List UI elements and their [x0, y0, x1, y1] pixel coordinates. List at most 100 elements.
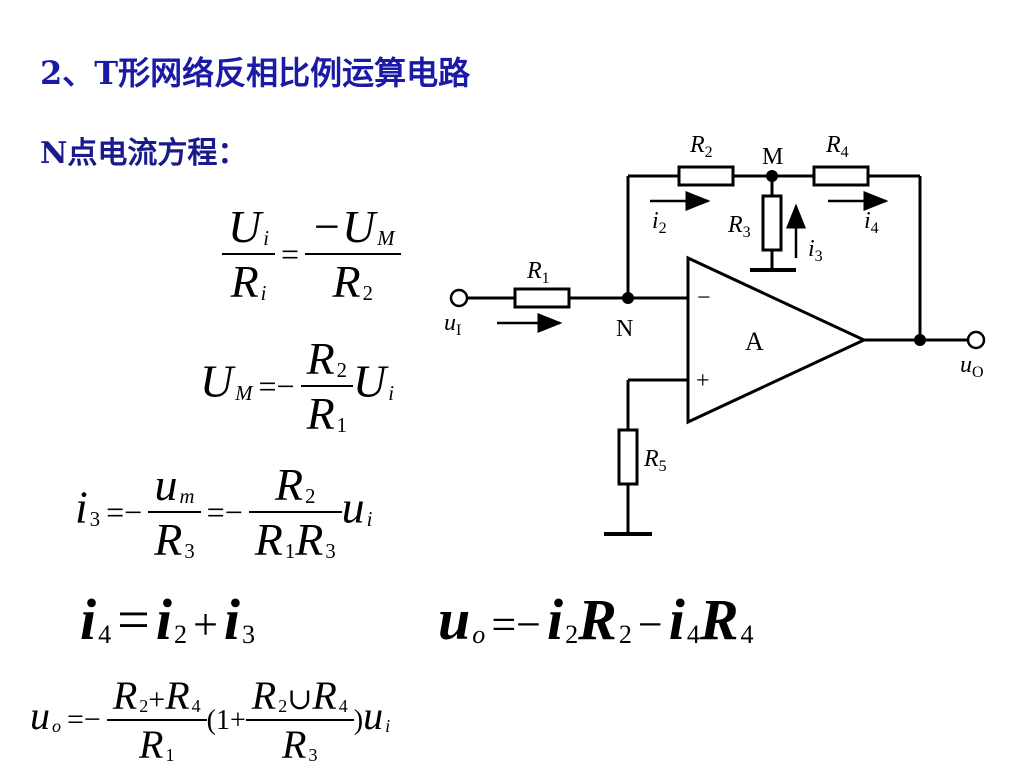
resistor-r4	[812, 165, 870, 187]
label-amp: A	[745, 327, 764, 356]
eq5-c: i	[668, 587, 685, 652]
eq6-f2-num-a: R	[251, 673, 277, 718]
eq6-f2-operator: ∪	[287, 683, 313, 716]
junction-output	[914, 334, 926, 346]
eq3-equals-1: =−	[106, 493, 143, 530]
eq6-f1-plus: +	[148, 683, 166, 716]
label-r5: R5	[643, 446, 667, 475]
eq1-lhs-den-sub: i	[260, 283, 267, 306]
equation-2: UM=− R2 R1 Ui	[200, 332, 394, 440]
eq6-f1-num-a-sub: 2	[139, 695, 149, 716]
eq6-f2-num-b: R	[312, 673, 337, 718]
eq6-f1-den-sub: 1	[165, 744, 175, 765]
eq5-b: R	[578, 587, 617, 652]
label-r3: R3	[727, 212, 751, 241]
eq3-f2-num-sub: 2	[305, 486, 316, 509]
equation-3: i3=− um R3 =− R2 R1R3 ui	[75, 458, 372, 566]
eq3-f1-num: u	[154, 459, 178, 510]
eq5-a: i	[546, 587, 564, 652]
eq2-tail-sub: i	[388, 382, 394, 405]
label-r2: R2	[689, 132, 713, 161]
label-i4: i4	[864, 208, 879, 237]
eq5-minus: −	[637, 600, 663, 649]
resistor-r3	[761, 194, 783, 252]
eq3-f1-num-sub: m	[179, 486, 195, 509]
eq4-c-sub: 3	[242, 619, 256, 649]
slide-subtitle: N点电流方程：	[40, 136, 248, 171]
eq1-lhs-num-sub: i	[263, 228, 269, 251]
eq6-f2-num-b-sub: 4	[338, 695, 348, 716]
eq6-equals: =−	[67, 703, 101, 737]
eq3-f2-den-b: R	[295, 514, 324, 565]
eq3-lhs: i	[75, 481, 88, 533]
eq5-d: R	[699, 587, 739, 652]
eq2-den-sub: 1	[336, 415, 348, 438]
equation-4: i4=i2+i3	[80, 586, 255, 653]
label-ui: uI	[444, 310, 461, 339]
eq1-equals: =	[280, 235, 300, 272]
eq1-lhs-num: U	[228, 201, 262, 252]
output-terminal	[966, 330, 986, 350]
eq1-right-fraction: −UM R2	[305, 200, 401, 308]
eq4-c: i	[223, 587, 241, 652]
eq6-f2-den-sub: 3	[308, 744, 318, 765]
eq4-equals: =	[117, 587, 150, 652]
eq6-lhs-sub: o	[52, 715, 61, 736]
resistor-r5	[617, 428, 639, 486]
eq2-fraction: R2 R1	[300, 332, 354, 440]
label-i3: i3	[808, 236, 823, 265]
eq1-left-fraction: Ui Ri	[222, 200, 275, 308]
equation-1: Ui Ri = −UM R2	[222, 200, 401, 308]
eq1-rhs-num: −U	[311, 201, 376, 252]
eq1-rhs-den: R	[332, 256, 361, 307]
eq2-equals: =−	[258, 367, 295, 404]
eq6-lhs: u	[30, 693, 50, 739]
equation-5: uo=−i2R2−i4R4	[438, 586, 754, 653]
eq5-d-sub: 4	[740, 619, 754, 649]
label-node-m: M	[762, 144, 783, 170]
eq5-c-sub: 4	[686, 619, 700, 649]
label-r4: R4	[825, 132, 849, 161]
eq3-f2-den-a: R	[254, 514, 283, 565]
eq2-den: R	[306, 388, 335, 439]
junction-n	[622, 292, 634, 304]
label-r1: R1	[526, 258, 550, 287]
circuit-wires	[467, 174, 969, 533]
eq6-f2-num-a-sub: 2	[278, 695, 288, 716]
eq5-b-sub: 2	[618, 619, 632, 649]
eq3-f1-den-sub: 3	[184, 541, 195, 564]
eq1-rhs-den-sub: 2	[362, 283, 373, 306]
input-terminal	[449, 288, 469, 308]
eq4-b-sub: 2	[174, 619, 188, 649]
eq6-tail: u	[363, 693, 384, 739]
eq1-rhs-num-sub: M	[377, 228, 395, 251]
label-node-n: N	[616, 316, 633, 342]
resistor-r2	[677, 165, 735, 187]
eq2-num-sub: 2	[336, 360, 348, 383]
eq4-a: i	[80, 587, 97, 652]
eq4-b: i	[155, 587, 173, 652]
eq6-close-paren: )	[353, 705, 364, 737]
eq6-f2-den: R	[282, 722, 307, 767]
eq1-lhs-den: R	[230, 256, 259, 307]
eq3-f2-num: R	[274, 459, 304, 510]
eq6-tail-sub: i	[385, 715, 391, 736]
eq6-open-paren: (1+	[206, 705, 246, 737]
resistor-r1	[513, 287, 571, 309]
eq5-equals: =−	[491, 600, 541, 649]
eq6-f1-num-a: R	[112, 673, 138, 718]
eq2-num: R	[306, 333, 335, 384]
eq5-lhs-sub: o	[472, 619, 486, 649]
label-i2: i2	[652, 208, 667, 237]
eq4-a-sub: 4	[98, 619, 112, 649]
eq2-lhs-sub: M	[235, 382, 253, 405]
slide-title: 2、T形网络反相比例运算电路	[40, 54, 471, 92]
label-uo: uO	[960, 352, 984, 381]
label-inverting-input: −	[697, 285, 711, 311]
eq2-tail: U	[353, 355, 387, 407]
eq3-fraction-2: R2 R1R3	[248, 458, 342, 566]
op-amp-triangle	[686, 255, 868, 425]
